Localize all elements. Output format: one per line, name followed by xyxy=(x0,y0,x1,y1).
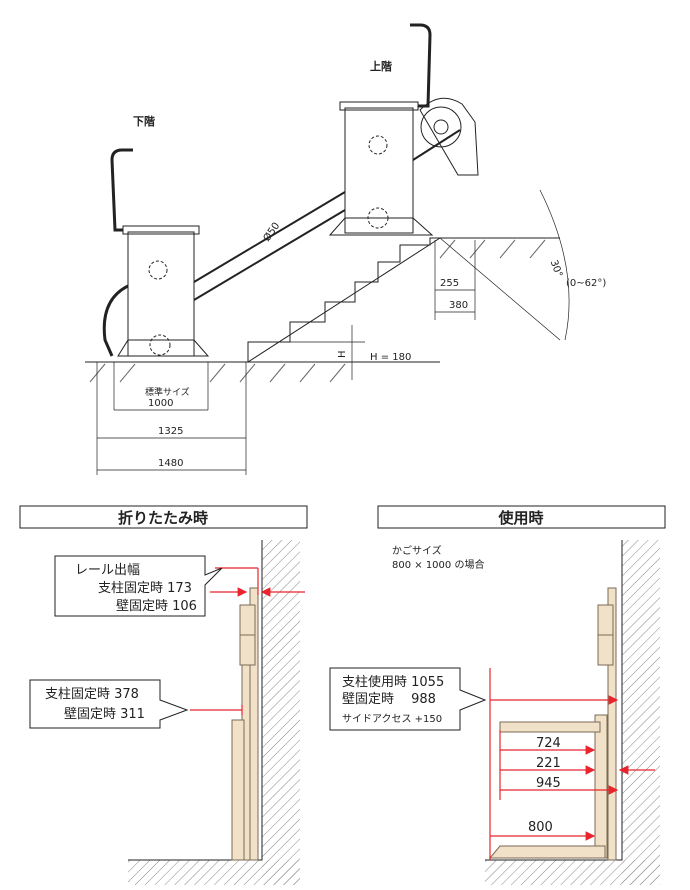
folded-callout-1 xyxy=(54,555,223,617)
dim-1325: 1325 xyxy=(158,426,183,437)
label-lower-floor: 下階 xyxy=(133,114,155,128)
dim-724: 724 xyxy=(536,736,561,751)
dim-380: 380 xyxy=(449,300,468,311)
h-value: H = 180 xyxy=(370,352,411,363)
inuse-lift xyxy=(488,587,617,861)
dim-255: 255 xyxy=(440,278,459,289)
inuse-title: 使用時 xyxy=(497,509,543,527)
folded-arrows xyxy=(190,567,305,715)
folded-post-fixed-2: 支柱固定時 378 xyxy=(45,687,139,702)
folded-title: 折りたたみ時 xyxy=(118,509,208,527)
inuse-title-box xyxy=(377,505,666,529)
cage-size-label: かごサイズ xyxy=(392,544,442,557)
inuse-wall xyxy=(485,540,660,885)
dim-1000: 1000 xyxy=(148,398,173,409)
inuse-callout xyxy=(329,667,487,731)
folded-post-fixed-1: 支柱固定時 173 xyxy=(98,581,192,596)
dim-800: 800 xyxy=(528,820,553,835)
dim-945: 945 xyxy=(536,776,561,791)
inuse-side-access: サイドアクセス +150 xyxy=(342,713,442,725)
folded-wall xyxy=(128,540,300,885)
folded-wall-fixed-2: 壁固定時 311 xyxy=(64,707,145,722)
folded-callout-2 xyxy=(29,679,189,729)
inuse-wall-fixed: 壁固定時 988 xyxy=(342,692,436,707)
inuse-arrows xyxy=(489,668,655,860)
folded-wall-fixed-1: 壁固定時 106 xyxy=(116,599,197,614)
cage-case-label: 800 × 1000 の場合 xyxy=(392,558,484,571)
angle-range-label: (0~62°) xyxy=(566,278,606,289)
dim-221: 221 xyxy=(536,756,561,771)
rail-width-label: レール出幅 xyxy=(75,563,140,578)
angle-label: 30° xyxy=(548,259,564,279)
folded-lift xyxy=(231,587,259,861)
stair-lift-elevation xyxy=(85,23,570,475)
label-upper-floor: 上階 xyxy=(370,59,392,73)
h-mark: H xyxy=(337,350,348,358)
standard-size-label: 標準サイズ xyxy=(145,386,190,398)
folded-title-box xyxy=(19,505,308,529)
inuse-post-use: 支柱使用時 1055 xyxy=(342,674,444,690)
dim-1480: 1480 xyxy=(158,458,183,469)
